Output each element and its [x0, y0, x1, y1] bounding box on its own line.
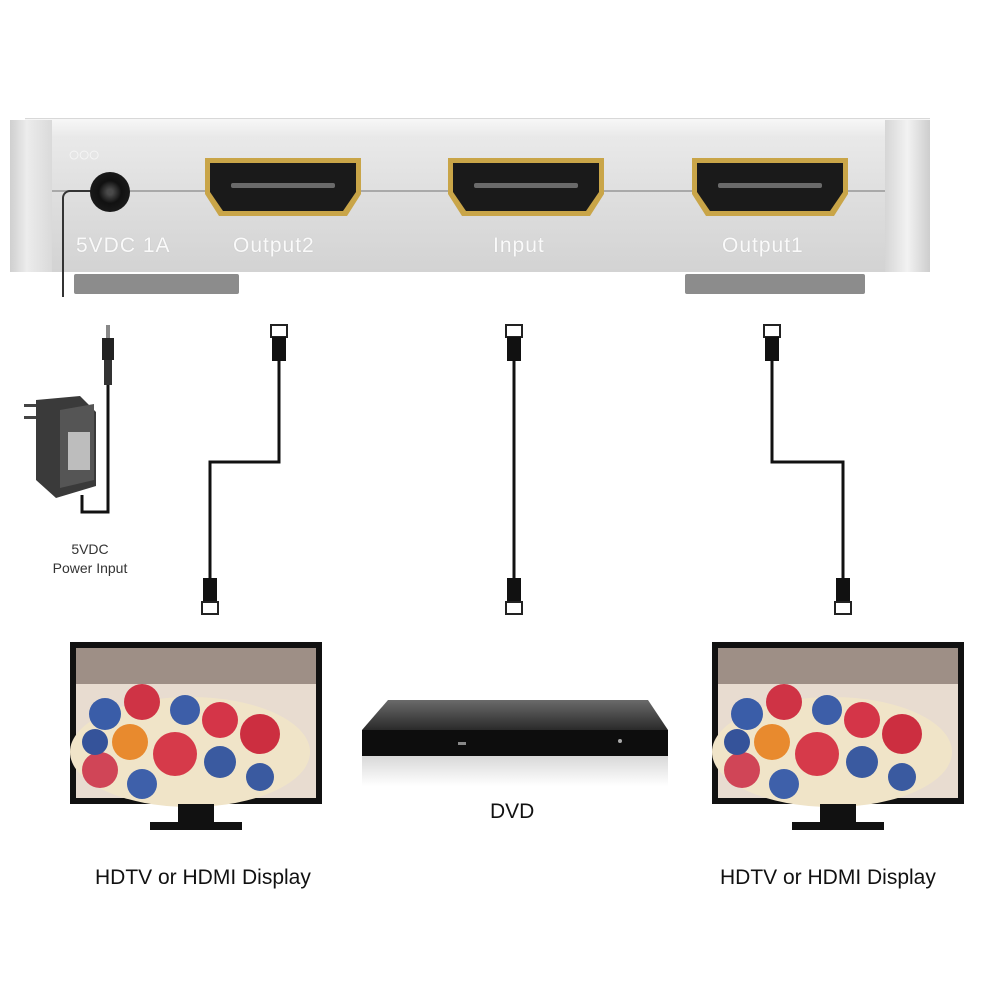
power-adapter-icon — [24, 396, 96, 498]
left-display-label: HDTV or HDMI Display — [95, 866, 311, 889]
splitter-right-cap — [885, 120, 930, 272]
hdmi-port-output1-icon — [692, 158, 848, 216]
port-label-input: Input — [493, 234, 545, 257]
dvd-label: DVD — [490, 800, 535, 823]
power-rating-label: 5VDC 1A — [76, 234, 171, 257]
splitter-foot-right — [685, 274, 865, 294]
hdmi-port-output2-icon — [205, 158, 361, 216]
splitter-left-cap — [10, 120, 52, 272]
power-label-line2: Power Input — [52, 560, 128, 576]
power-label-line1: 5VDC — [71, 541, 109, 557]
power-input-label: 5VDC Power Input — [30, 540, 150, 578]
right-display-icon — [712, 642, 964, 830]
hdmi-connectors-bottom — [201, 578, 852, 615]
right-display-label: HDTV or HDMI Display — [720, 866, 936, 889]
splitter-top-surface — [25, 118, 930, 141]
hdmi-port-input-icon — [448, 158, 604, 216]
dc-power-jack-icon — [90, 172, 130, 212]
port-label-output2: Output2 — [233, 234, 315, 257]
dvd-player-icon — [362, 700, 668, 786]
power-plug-icon — [102, 325, 114, 385]
port-label-output1: Output1 — [722, 234, 804, 257]
dc-wire-line — [62, 190, 92, 297]
hdmi-connectors-top — [270, 324, 781, 361]
splitter-foot-left — [74, 274, 239, 294]
cable-diagram — [24, 324, 852, 615]
left-display-icon — [70, 642, 322, 830]
brand-logo: ○○○ — [68, 144, 100, 166]
